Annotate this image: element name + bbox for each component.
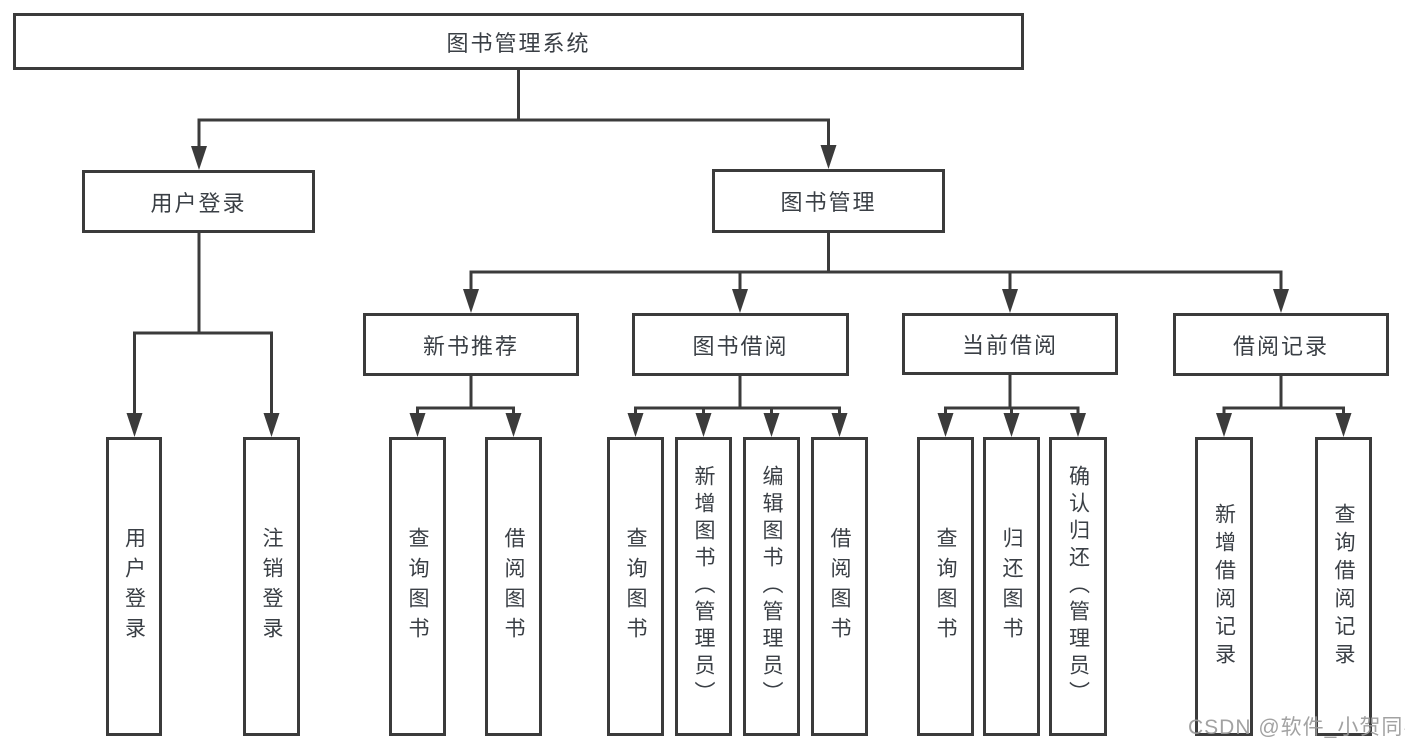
arrowhead-icon	[937, 413, 954, 437]
arrowhead-icon	[695, 413, 712, 437]
node-borrow-records: 借阅记录	[1173, 313, 1389, 376]
arrowhead-icon	[1002, 289, 1018, 313]
node-book-borrow: 图书借阅	[632, 313, 849, 376]
arrowhead-icon	[1216, 413, 1232, 437]
node-current-borrow: 当前借阅	[902, 313, 1118, 375]
arrowhead-icon	[1273, 289, 1289, 313]
arrowhead-icon	[763, 413, 780, 437]
arrowhead-icon	[831, 413, 848, 437]
node-new-book-recommend: 新书推荐	[363, 313, 579, 376]
leaf-edit-books-admin: 编辑图书（管理员）	[743, 437, 800, 736]
arrowhead-icon	[463, 289, 479, 313]
arrowhead-icon	[191, 146, 207, 170]
node-root-system: 图书管理系统	[13, 13, 1024, 70]
arrowhead-icon	[1003, 413, 1020, 437]
leaf-borrow-books: 借阅图书	[811, 437, 868, 736]
leaf-confirm-return-admin: 确认归还（管理员）	[1049, 437, 1107, 736]
node-user-login: 用户登录	[82, 170, 315, 233]
arrowhead-icon	[1070, 413, 1086, 437]
leaf-query-borrow-record: 查询借阅记录	[1315, 437, 1372, 736]
arrowhead-icon	[409, 413, 426, 437]
leaf-query-books: 查询图书	[917, 437, 974, 736]
leaf-query-books: 查询图书	[389, 437, 446, 736]
arrowhead-icon	[732, 289, 748, 313]
leaf-user-login: 用户登录	[106, 437, 162, 736]
arrowhead-icon	[820, 145, 837, 169]
arrowhead-icon	[1335, 413, 1352, 437]
arrowhead-icon	[126, 413, 143, 437]
leaf-return-books: 归还图书	[983, 437, 1040, 736]
leaf-borrow-books: 借阅图书	[485, 437, 542, 736]
leaf-add-borrow-record: 新增借阅记录	[1195, 437, 1253, 736]
node-book-management: 图书管理	[712, 169, 945, 233]
arrowhead-icon	[505, 413, 522, 437]
arrowhead-icon	[263, 413, 280, 437]
leaf-logout: 注销登录	[243, 437, 300, 736]
arrowhead-icon	[627, 413, 644, 437]
leaf-add-books-admin: 新增图书（管理员）	[675, 437, 732, 736]
leaf-query-books: 查询图书	[607, 437, 664, 736]
csdn-watermark: CSDN @软件_小贺同学	[1188, 716, 1405, 739]
